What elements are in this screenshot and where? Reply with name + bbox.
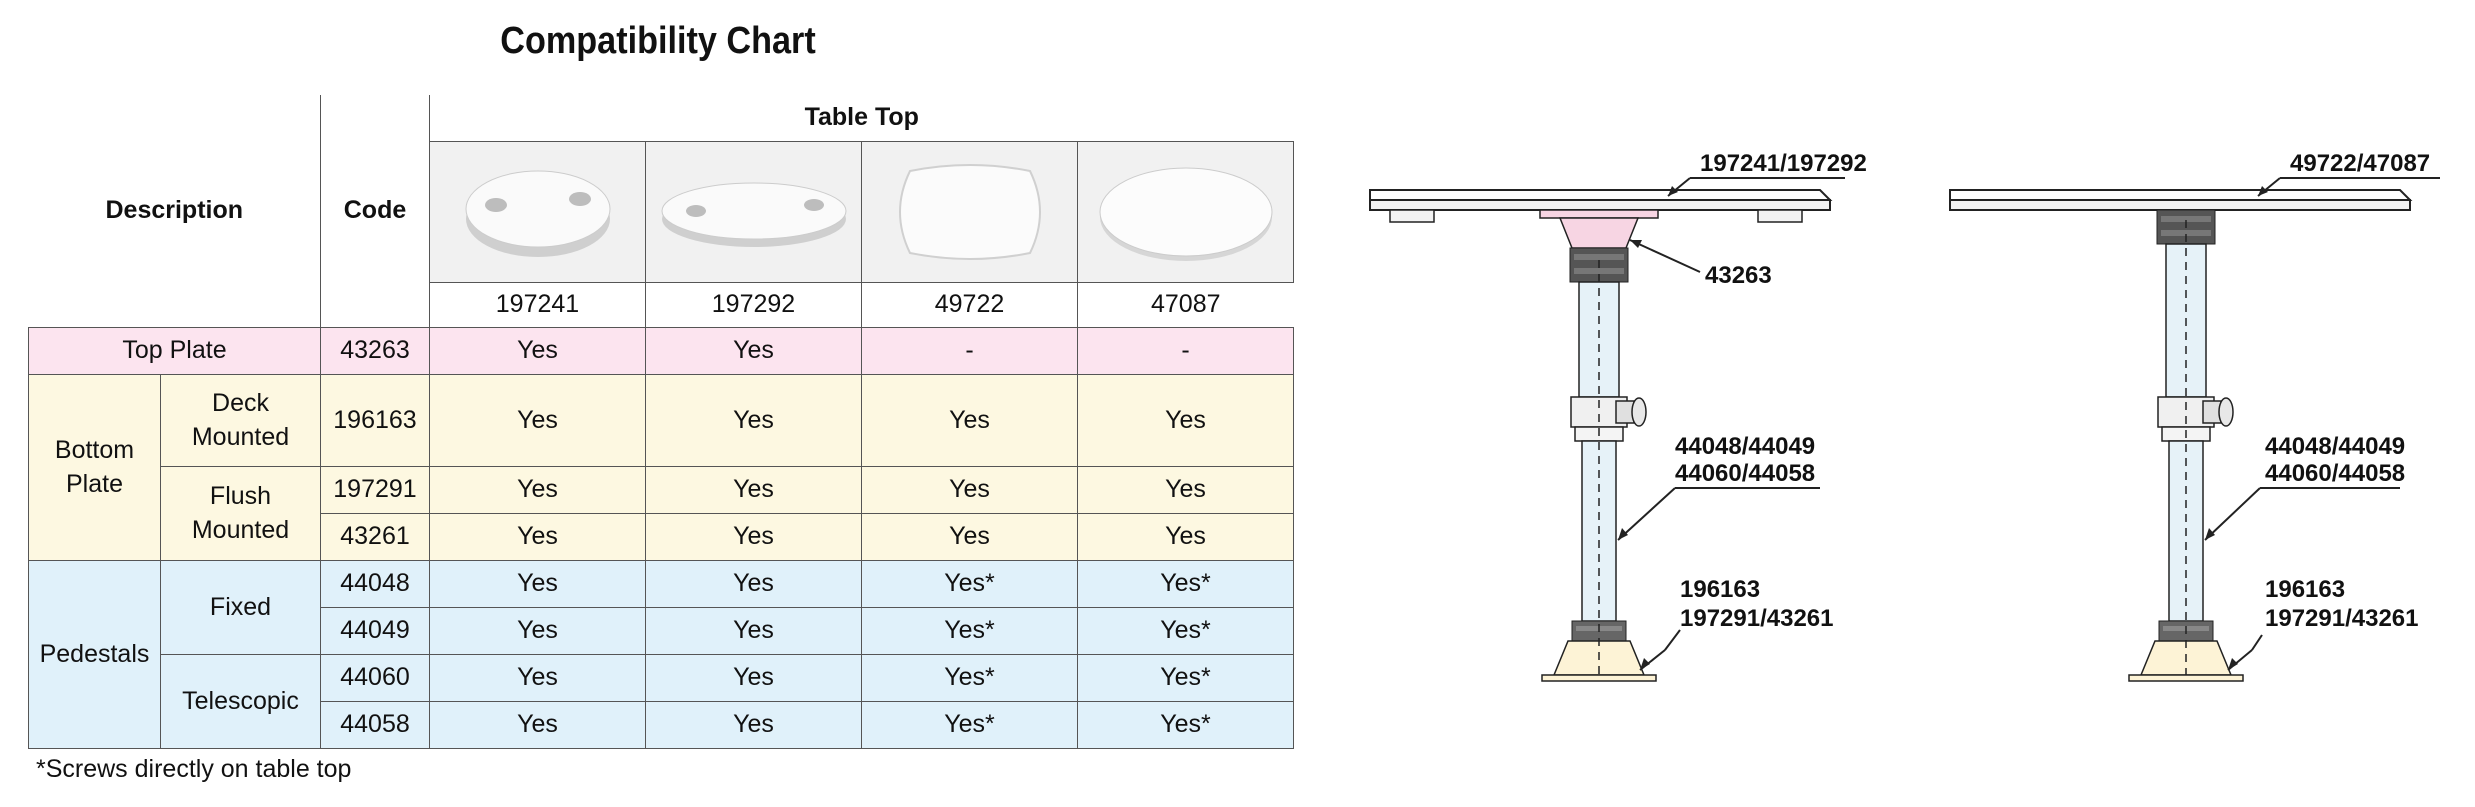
table-row: Pedestals Fixed 44048 Yes Yes Yes* Yes* <box>28 559 1294 749</box>
cell-value: Yes <box>645 373 862 467</box>
cell-value: Yes <box>645 512 862 561</box>
label-top-197241-197292: 197241/197292 <box>1700 150 1867 177</box>
label-base-197291-43261-right: 197291/43261 <box>2265 605 2419 632</box>
sub-label-telescopic: Telescopic <box>160 653 321 749</box>
label-top-plate-43263: 43263 <box>1705 262 1772 289</box>
sub-label-flush-mounted: Flush Mounted <box>160 465 321 561</box>
cell-value: Yes <box>1077 465 1294 514</box>
chart-title: Compatibility Chart <box>500 20 816 62</box>
label-pedestal-44060-44058-right: 44060/44058 <box>2265 460 2406 487</box>
table-row: 44058 Yes Yes Yes* Yes* <box>29 700 1294 749</box>
row-code: 43261 <box>320 512 430 561</box>
group-label-top-plate: Top Plate <box>28 326 321 375</box>
cell-value: Yes <box>861 373 1078 467</box>
cell-value: Yes* <box>861 700 1078 749</box>
label-top-49722-47087: 49722/47087 <box>2290 150 2431 177</box>
cell-value: Yes <box>429 559 646 608</box>
table-top-image-47087 <box>1077 140 1294 283</box>
cell-value: Yes* <box>861 559 1078 608</box>
sub-label-fixed: Fixed <box>160 559 321 655</box>
table-top-code-197292: 197292 <box>645 281 862 328</box>
table-top-image-49722 <box>861 140 1078 283</box>
row-code: 196163 <box>320 373 430 467</box>
table-top-code-197241: 197241 <box>429 281 646 328</box>
row-code: 43263 <box>320 326 430 375</box>
label-pedestal-44048-44049-right: 44048/44049 <box>2265 433 2406 460</box>
cell-value: Yes <box>861 512 1078 561</box>
label-pedestal-44060-44058: 44060/44058 <box>1675 460 1816 487</box>
label-pedestal-44048-44049: 44048/44049 <box>1675 433 1816 460</box>
row-code: 44049 <box>320 606 430 655</box>
cell-value: Yes <box>1077 373 1294 467</box>
cell-value: Yes* <box>1077 700 1294 749</box>
cell-value: - <box>861 326 1078 375</box>
label-base-196163-right: 196163 <box>2265 576 2346 603</box>
cell-value: Yes <box>429 606 646 655</box>
cell-value: Yes* <box>861 653 1078 702</box>
table-top-image-197241 <box>429 140 646 283</box>
pedestal-diagram-left <box>1369 177 1845 682</box>
cell-value: Yes <box>429 465 646 514</box>
group-label-bottom-plate: Bottom Plate <box>28 373 161 561</box>
table-top-code-47087: 47087 <box>1077 281 1294 328</box>
row-code: 44060 <box>320 653 430 702</box>
table-top-header: Table Top <box>429 95 1294 142</box>
footnote: *Screws directly on table top <box>36 755 352 783</box>
description-header: Description <box>28 95 321 328</box>
cell-value: Yes* <box>1077 606 1294 655</box>
cell-value: Yes <box>429 512 646 561</box>
cell-value: Yes <box>645 326 862 375</box>
table-top-code-49722: 49722 <box>861 281 1078 328</box>
table-row: 43261 Yes Yes Yes Yes <box>29 512 1294 561</box>
table-row: Flush Mounted 197291 Yes Yes Yes Yes <box>29 465 1294 561</box>
cell-value: Yes* <box>861 606 1078 655</box>
code-header: Code <box>320 95 430 328</box>
label-base-196163: 196163 <box>1680 576 1761 603</box>
cell-value: Yes <box>645 559 862 608</box>
pedestal-diagram-right <box>1949 177 2440 682</box>
sub-label-deck-mounted: Deck Mounted <box>160 373 321 467</box>
cell-value: Yes <box>645 700 862 749</box>
cell-value: Yes <box>645 606 862 655</box>
cell-value: Yes* <box>1077 559 1294 608</box>
compatibility-table: Description Code Table Top <box>28 95 1294 749</box>
cell-value: Yes <box>429 700 646 749</box>
cell-value: Yes <box>1077 512 1294 561</box>
row-code: 197291 <box>320 465 430 514</box>
table-row: Top Plate 43263 Yes Yes - - <box>28 326 1294 375</box>
cell-value: Yes <box>645 465 862 514</box>
cell-value: Yes <box>861 465 1078 514</box>
row-code: 44048 <box>320 559 430 608</box>
table-top-image-197292 <box>645 140 862 283</box>
cell-value: Yes <box>429 653 646 702</box>
group-label-pedestals: Pedestals <box>28 559 161 749</box>
cell-value: Yes <box>645 653 862 702</box>
table-row: 44049 Yes Yes Yes* Yes* <box>29 606 1294 655</box>
cell-value: Yes* <box>1077 653 1294 702</box>
label-base-197291-43261: 197291/43261 <box>1680 605 1834 632</box>
row-code: 44058 <box>320 700 430 749</box>
table-row: Telescopic 44060 Yes Yes Yes* Yes* <box>29 653 1294 749</box>
cell-value: Yes <box>429 373 646 467</box>
cell-value: Yes <box>429 326 646 375</box>
cell-value: - <box>1077 326 1294 375</box>
table-row: Bottom Plate Deck Mounted 196163 Yes Yes… <box>28 373 1294 561</box>
